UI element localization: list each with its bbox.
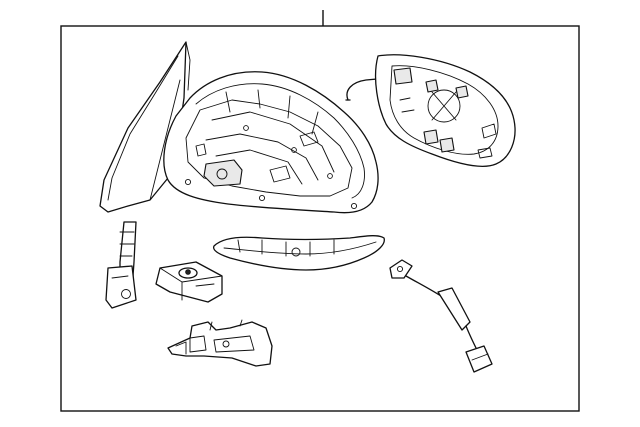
mirror-housing-assembly (163, 71, 379, 214)
actuator-motor (155, 261, 223, 303)
support-arm (105, 221, 137, 309)
diagram-frame (60, 25, 580, 412)
turn-signal-lamp (212, 235, 385, 271)
mirror-glass-assembly (345, 54, 516, 167)
wiring-harness (389, 259, 493, 373)
mounting-bracket (167, 319, 273, 367)
